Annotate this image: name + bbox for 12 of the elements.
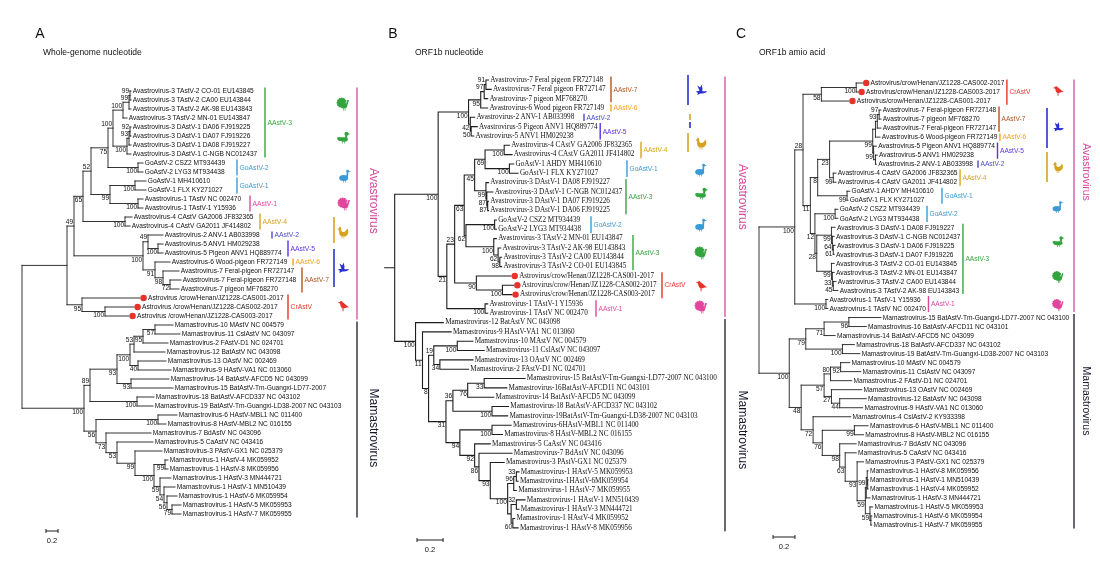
- panel-letter: B: [388, 24, 398, 42]
- panel-title: ORF1b nucleotide: [415, 48, 484, 58]
- genus-label: Mamastrovirus: [735, 390, 749, 470]
- genus-label: Avastrovirus: [1080, 143, 1094, 201]
- genus-label: Mamastrovirus: [1080, 366, 1094, 436]
- genus-label: Avastrovirus: [366, 168, 380, 234]
- panel-letter: A: [35, 24, 45, 42]
- genus-label: Mamastrovirus: [366, 388, 380, 468]
- panel-title: ORF1b amio acid: [759, 48, 826, 58]
- genus-label: Avastrovirus: [735, 164, 749, 230]
- panel-letter: C: [735, 24, 747, 42]
- panel-title: Whole-genome nucleotide: [43, 48, 142, 58]
